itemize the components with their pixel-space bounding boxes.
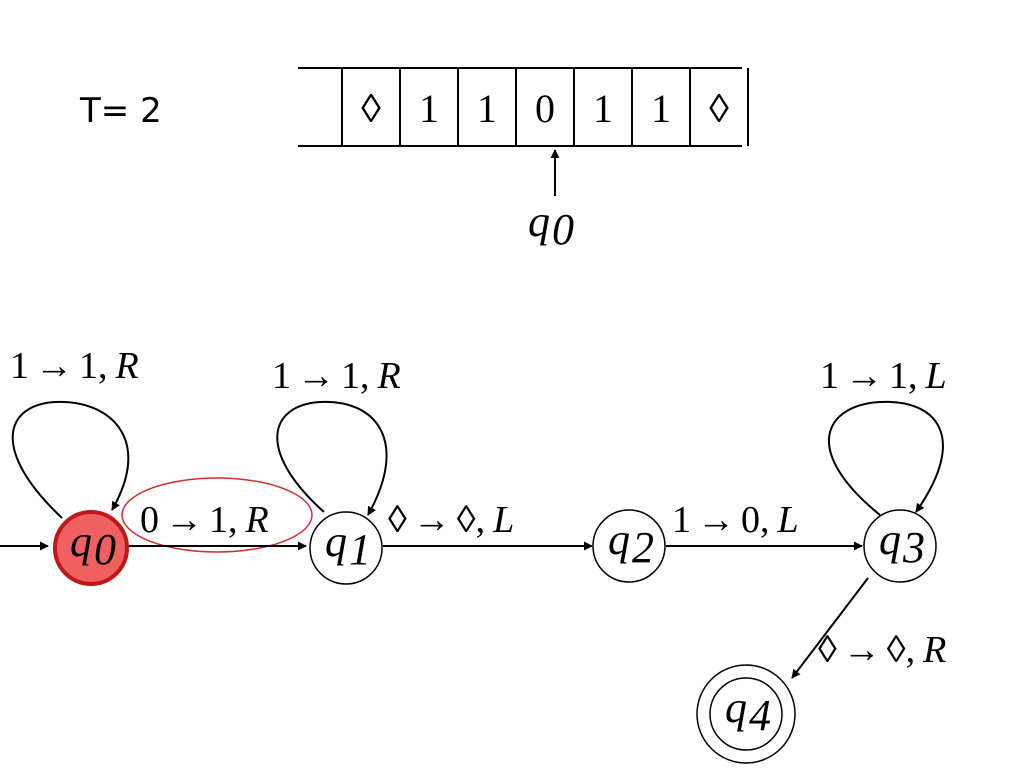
- transition-label-q0-q0: 1→1,R: [10, 345, 139, 387]
- current-transition-highlight: [121, 477, 313, 553]
- transition-label-q1-q2: ◊→◊,L: [388, 499, 514, 541]
- state-q3-label: q3: [879, 515, 925, 572]
- state-q0-label: q0: [70, 517, 116, 574]
- self-loop-q0: [11, 400, 130, 519]
- state-q0-circle: [53, 510, 129, 586]
- state-q1-circle: [309, 511, 383, 585]
- state-q4: q4: [696, 664, 796, 764]
- tape-cell-symbol: 1: [593, 86, 613, 131]
- transition-label-q1-q1: 1→1,R: [272, 355, 401, 397]
- tape-cell-symbol: 1: [651, 86, 671, 131]
- self-loop-q3: [827, 400, 944, 516]
- time-step-label: T= 2: [79, 91, 162, 131]
- tape-cell-dividers: [341, 68, 749, 146]
- state-q4-inner-circle: [709, 677, 783, 751]
- state-q2-label: q2: [608, 515, 654, 572]
- state-q4-label: q4: [725, 683, 771, 740]
- tape-cell-symbol: ◊: [709, 86, 729, 131]
- state-q2-circle: [592, 509, 666, 583]
- transition-label-q3-q3: 1→1,L: [820, 355, 947, 397]
- state-q0: q0: [53, 510, 129, 586]
- transition-label-q0-q1: 0→1,R: [140, 499, 269, 541]
- state-q2: q2: [592, 509, 666, 583]
- state-q4-outer-circle: [696, 664, 796, 764]
- transition-label-q2-q3: 1→0,L: [672, 499, 799, 541]
- tape-cell-symbol: ◊: [361, 86, 381, 131]
- transition-label-q3-q4: ◊→◊,R: [818, 629, 946, 671]
- tape-head: q0: [528, 149, 574, 254]
- tape-head-state: q0: [528, 197, 574, 254]
- self-loop-q1: [276, 400, 388, 516]
- state-q1: q1: [309, 511, 383, 585]
- state-q3-circle: [863, 509, 937, 583]
- state-q3: q3: [863, 509, 937, 583]
- tape-cell-symbol: 0: [535, 86, 555, 131]
- edge-q3-q4: [791, 577, 869, 679]
- tape-cell-symbol: 1: [477, 86, 497, 131]
- state-q1-label: q1: [325, 517, 371, 574]
- tape-cell-symbol: 1: [419, 86, 439, 131]
